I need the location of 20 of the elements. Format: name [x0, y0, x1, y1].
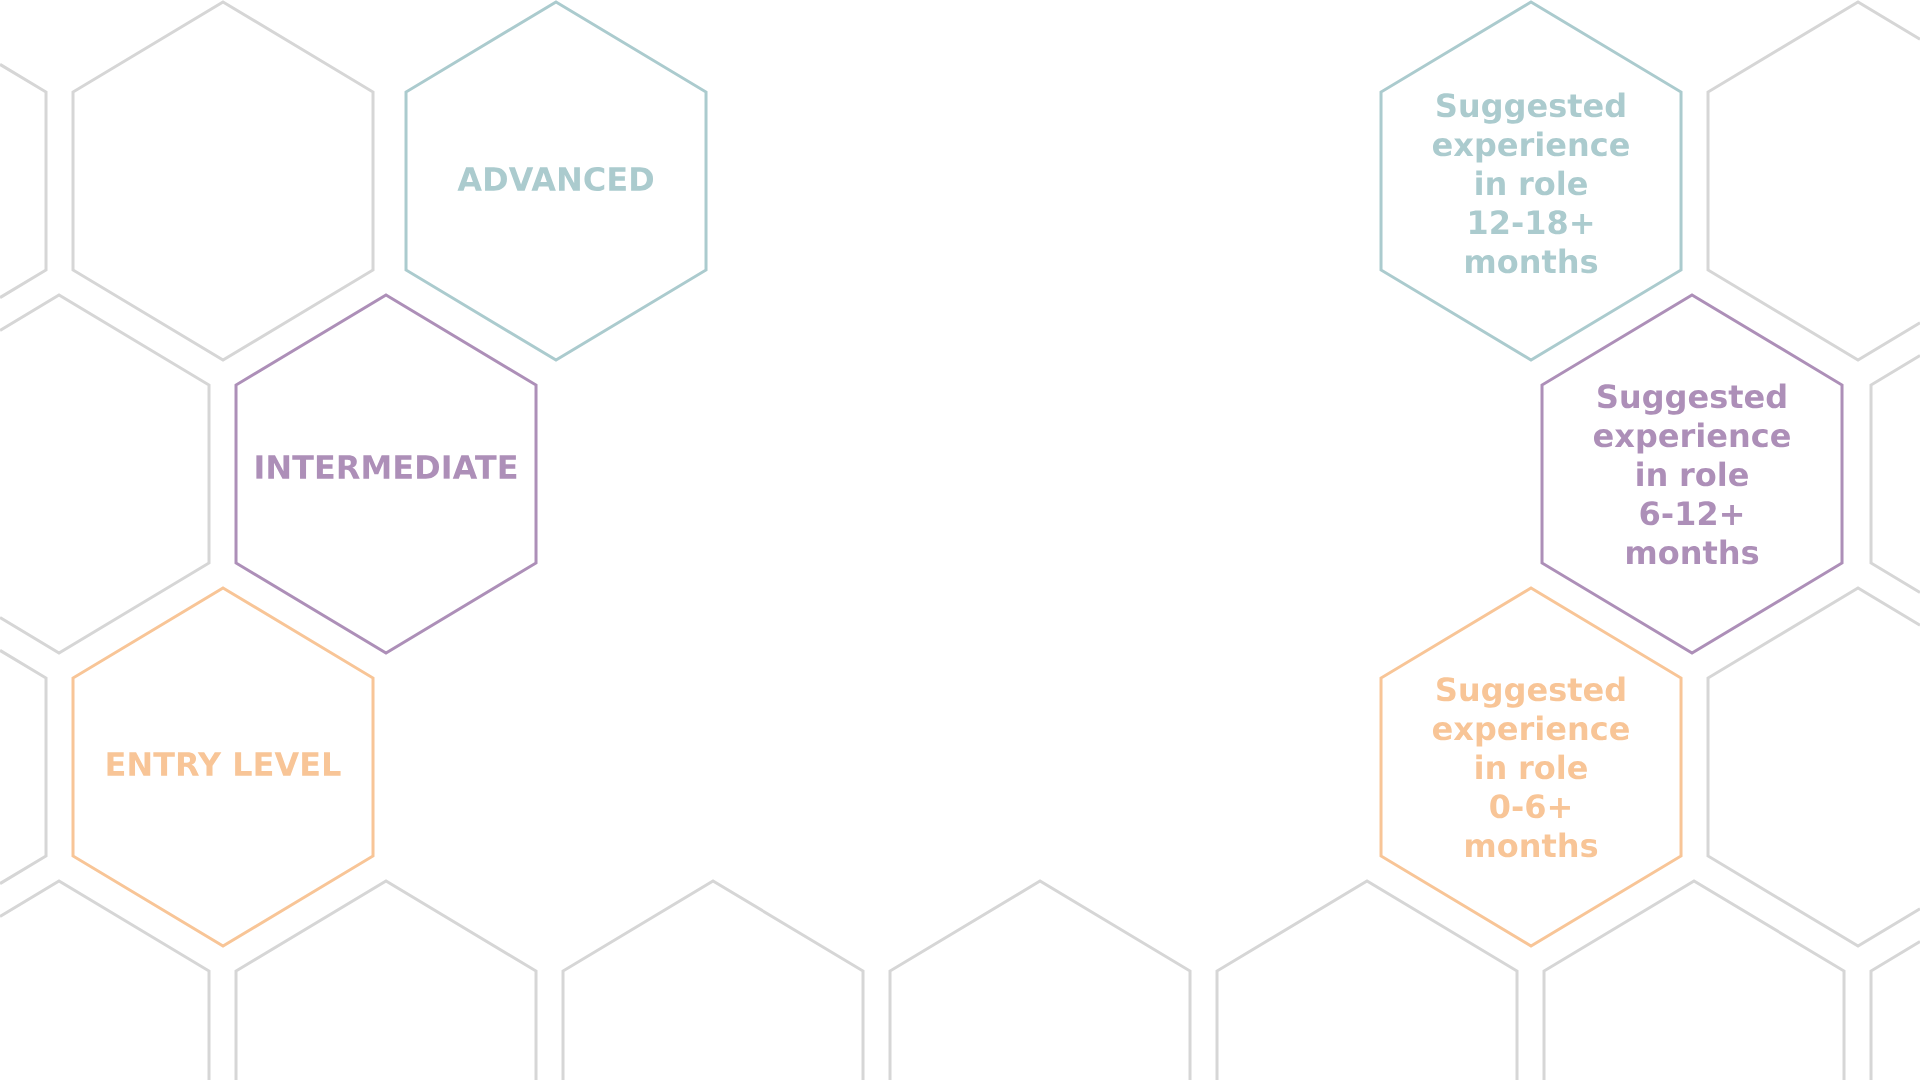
- hexagon-tile: Suggested experience in role 0-6+ months: [1379, 586, 1683, 948]
- hexagon-outline: [0, 649, 48, 885]
- hexagon-outline: [1542, 879, 1846, 1080]
- hexagon-outline: [0, 293, 211, 655]
- hexagon-tile: Suggested experience in role 12-18+ months: [1379, 0, 1683, 362]
- hexagon-outline: [1215, 879, 1519, 1080]
- hexagon-outline: [71, 0, 375, 362]
- hexagon-outline: [561, 879, 865, 1080]
- hexagon-outline: [1869, 354, 1920, 594]
- hexagon-outline: [0, 63, 48, 299]
- hexagon-outline: [1706, 0, 1920, 362]
- hexagon-outline: [0, 879, 211, 1080]
- hexagon-tile: ADVANCED: [404, 0, 708, 362]
- hexagon-outline: [1706, 586, 1920, 948]
- hexagon-outline: [1869, 940, 1920, 1080]
- hexagon-tile: ENTRY LEVEL: [71, 586, 375, 948]
- hexagon-tile: Suggested experience in role 6-12+ months: [1540, 293, 1844, 655]
- hexagon-outline: [888, 879, 1192, 1080]
- hexagon-outline: [234, 879, 538, 1080]
- hexagon-tile: INTERMEDIATE: [234, 293, 538, 655]
